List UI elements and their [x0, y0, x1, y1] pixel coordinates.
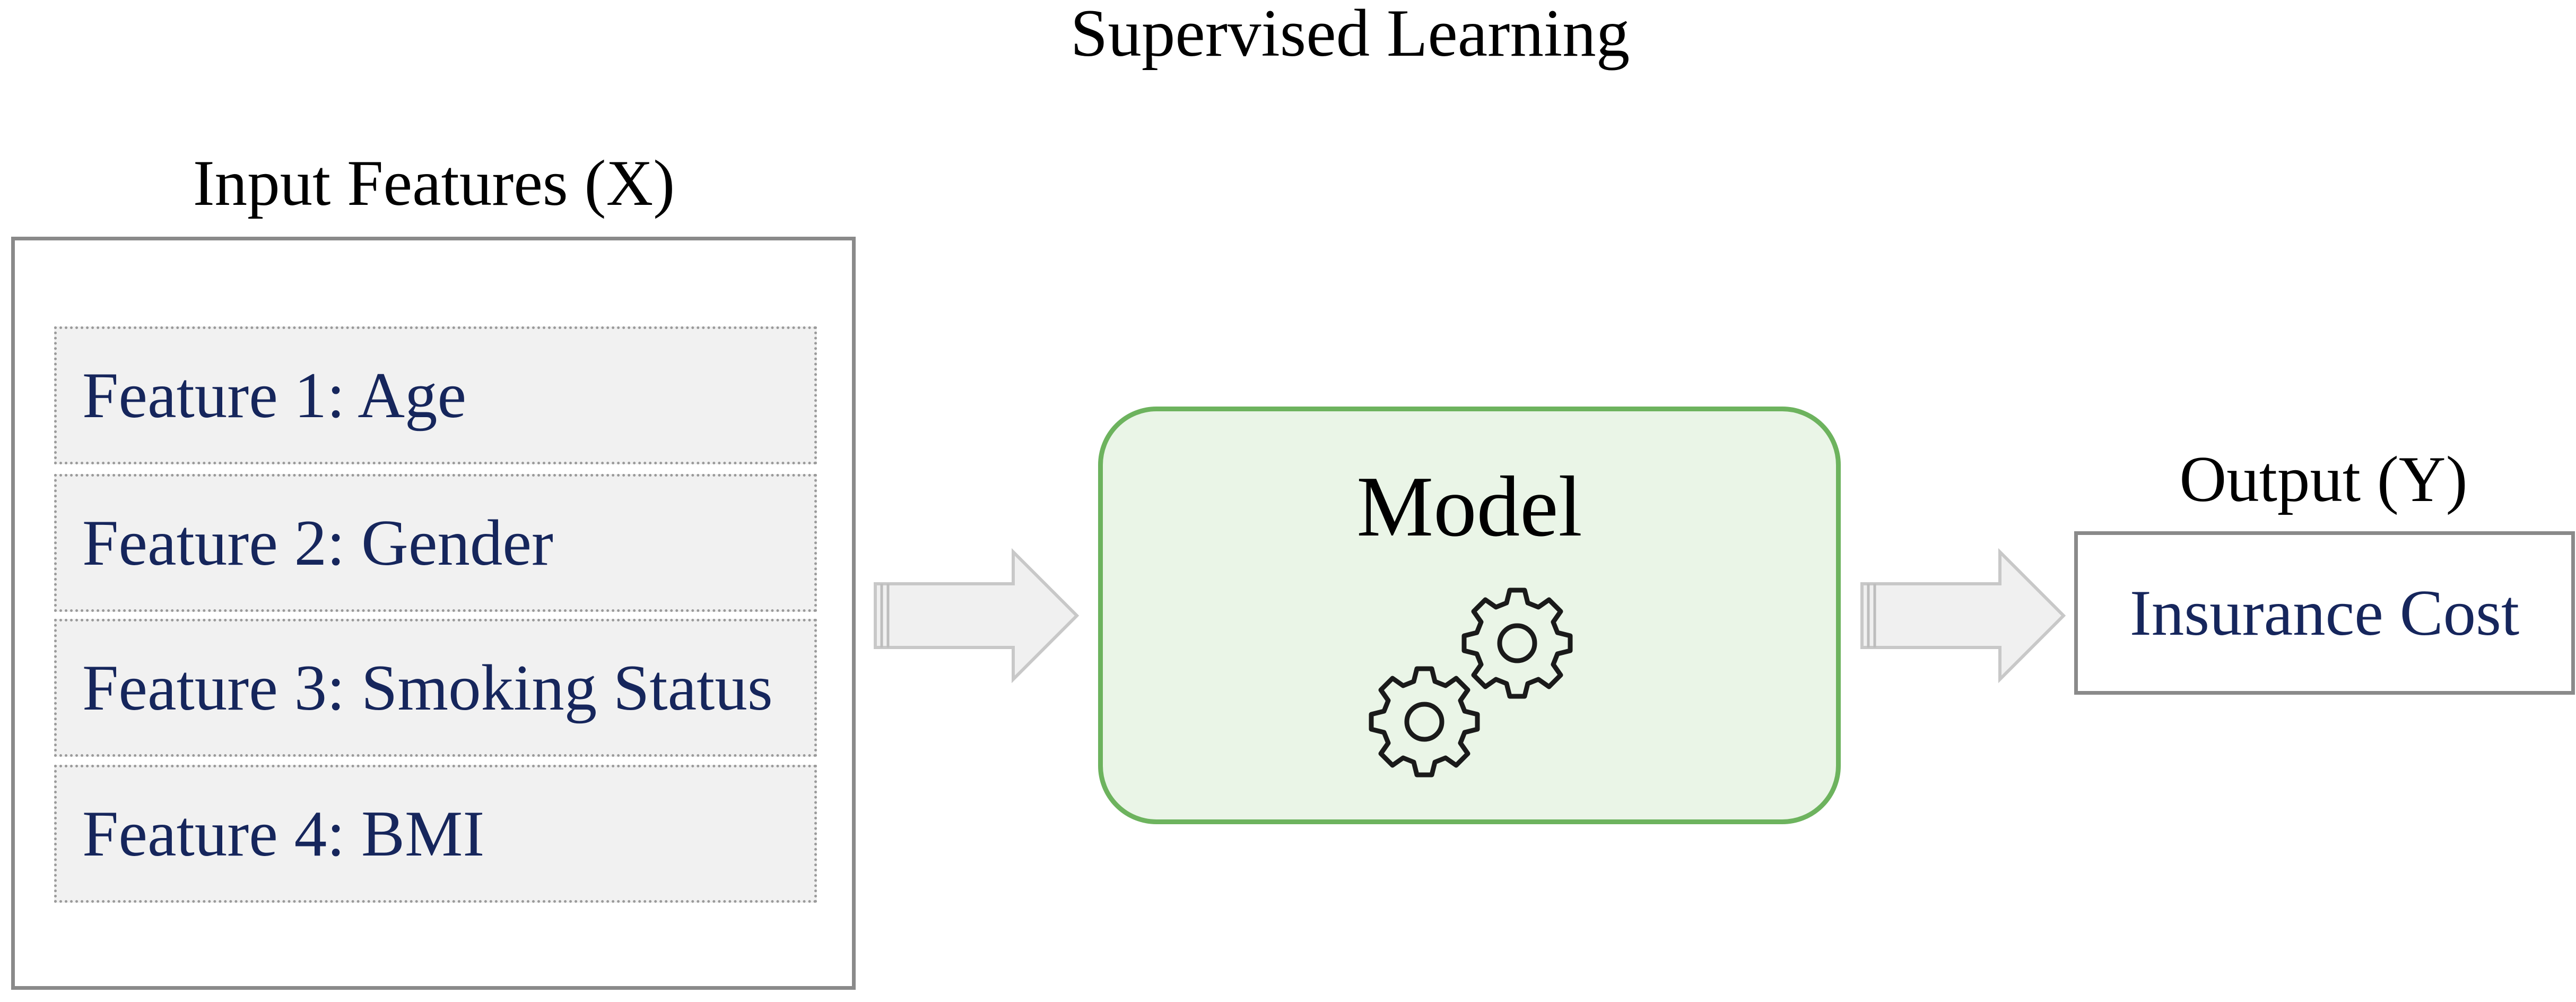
gears-icon	[1358, 584, 1591, 785]
feature-item-gender: Feature 2: Gender	[54, 474, 817, 612]
feature-item-bmi: Feature 4: BMI	[54, 765, 817, 903]
model-label: Model	[1356, 459, 1582, 555]
input-to-model-arrow	[874, 548, 1080, 684]
feature-item-smoking-status: Feature 3: Smoking Status	[54, 619, 817, 757]
model-to-output-arrow	[1860, 548, 2066, 684]
input-features-title: Input Features (X)	[193, 146, 675, 219]
output-title: Output (Y)	[2179, 443, 2468, 515]
output-value-box: Insurance Cost	[2074, 531, 2575, 695]
feature-item-age: Feature 1: Age	[54, 326, 817, 464]
diagram-title: Supervised Learning	[1070, 0, 1630, 71]
